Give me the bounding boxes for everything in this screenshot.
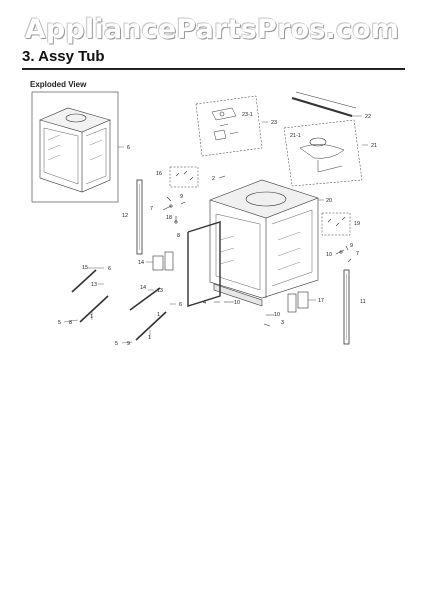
callout-16: 16 — [156, 171, 162, 177]
callout-1-lower: 1 — [148, 335, 151, 341]
spray-arm-assembly-21 — [283, 119, 368, 187]
callout-8-frame: 8 — [177, 233, 180, 239]
callout-5-left: 5 — [58, 320, 61, 326]
exploded-view-label: Exploded View — [30, 80, 87, 89]
watermark-logo: AppliancePartsPros.com — [24, 14, 400, 45]
callout-14-hinge: 14 — [138, 260, 144, 266]
callout-15: 15 — [82, 265, 88, 271]
callout-13-lower: 13 — [157, 288, 163, 294]
callout-9-lower: 9 — [127, 341, 130, 347]
callout-23-1: 23-1 — [242, 112, 253, 118]
callout-22: 22 — [365, 114, 371, 120]
callout-7-left: 7 — [150, 206, 153, 212]
callout-6: 6 — [127, 145, 130, 151]
callout-21-1: 21-1 — [290, 133, 301, 139]
callout-5-lower: 5 — [115, 341, 118, 347]
callout-4: 4 — [203, 300, 206, 306]
title-divider — [22, 68, 405, 70]
callout-12: 12 — [122, 213, 128, 219]
callout-18: 18 — [166, 215, 172, 221]
callout-19: 19 — [354, 221, 360, 227]
callout-21: 21 — [371, 143, 377, 149]
callout-10-center: 10 — [234, 300, 240, 306]
callout-1-left: 1 — [90, 314, 93, 320]
rod-leaders — [63, 267, 176, 344]
callout-23: 23 — [271, 120, 277, 126]
callout-11: 11 — [360, 299, 366, 305]
section-title: 3. Assy Tub — [22, 48, 105, 65]
hinge-bracket-17 — [287, 291, 316, 313]
bracket-assembly-23 — [195, 95, 268, 157]
upper-rail-22 — [291, 91, 362, 117]
callout-6-lower: 6 — [179, 302, 182, 308]
callout-3: 3 — [281, 320, 284, 326]
callout-1-middle: 1 — [157, 312, 160, 318]
callout-8-rod: 8 — [69, 320, 72, 326]
callout-9-right: 9 — [350, 243, 353, 249]
callout-2: 2 — [212, 176, 215, 182]
side-rail-11 — [343, 269, 350, 345]
callout-6-rod: 13 — [91, 282, 97, 288]
clip-kit-16 — [169, 166, 199, 188]
callout-10-lower: 10 — [274, 312, 280, 318]
frame-8 — [187, 221, 221, 307]
callout-7-right: 7 — [356, 251, 359, 257]
callout-9-upper: 9 — [180, 194, 183, 200]
hinge-bracket-14 — [146, 251, 174, 271]
clip-kit-19 — [321, 212, 351, 236]
lower-rods — [71, 269, 167, 341]
callout-10-right: 10 — [326, 252, 332, 258]
callout-13-upper: 6 — [108, 266, 111, 272]
callout-17: 17 — [318, 298, 324, 304]
main-tub-20 — [209, 179, 324, 307]
tub-inset-drawing — [39, 107, 124, 193]
small-fasteners — [162, 175, 352, 327]
side-rail-12 — [136, 179, 143, 255]
callout-labels: 6 23 23-1 22 21-1 21 2 20 16 9 7 18 12 1… — [58, 112, 377, 347]
tub-inset-frame — [31, 91, 124, 203]
callout-20: 20 — [326, 198, 332, 204]
callout-14-rod: 14 — [140, 285, 146, 291]
